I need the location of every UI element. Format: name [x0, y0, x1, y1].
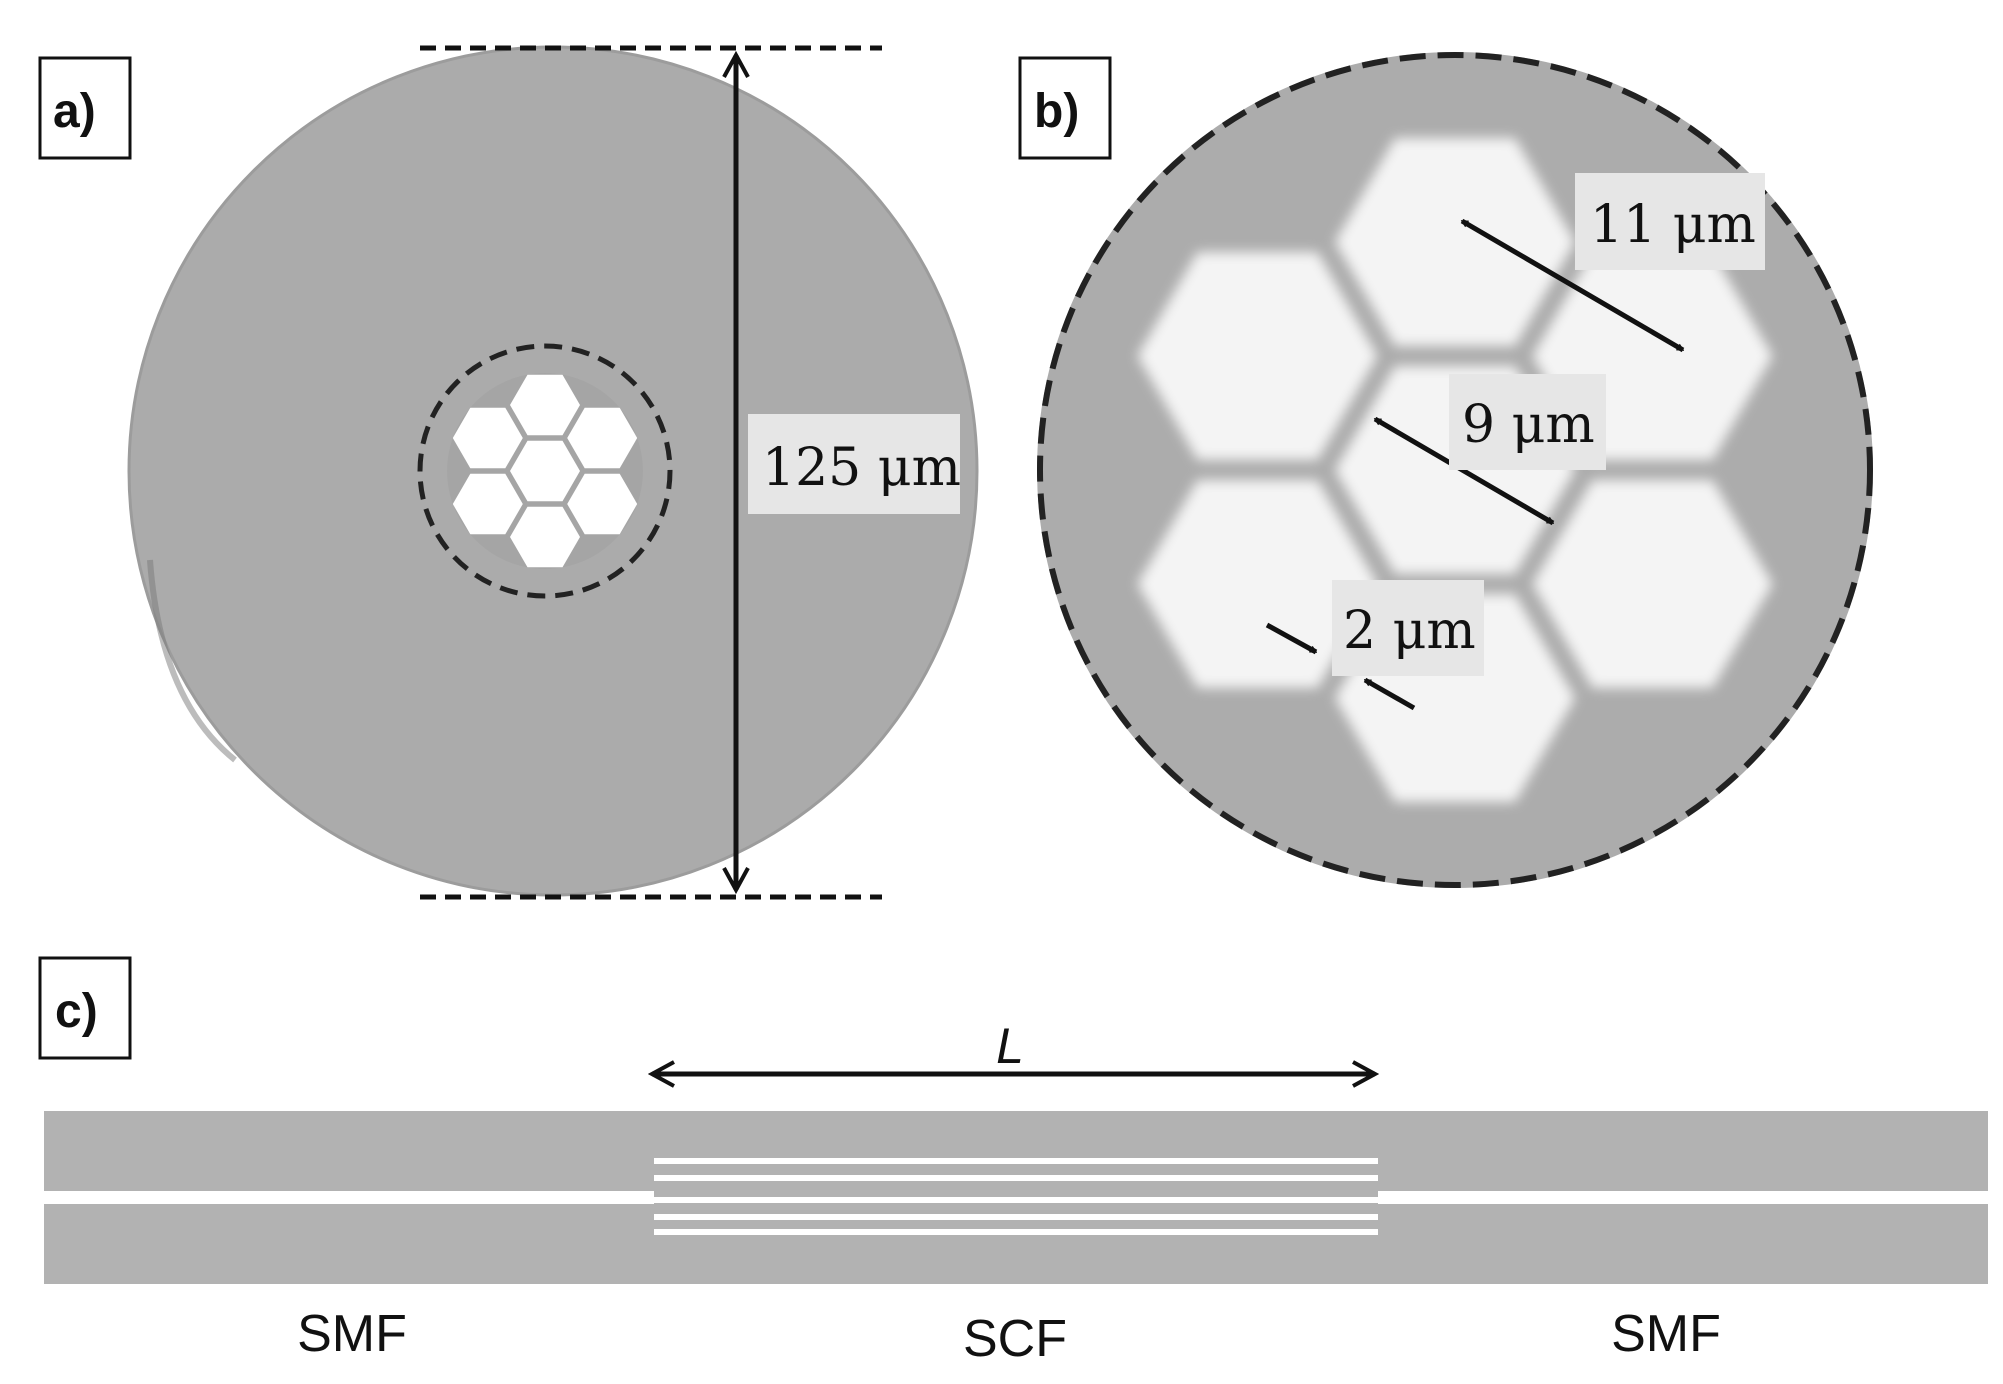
left-smf-upper — [44, 1111, 654, 1191]
core-size-arrow — [1375, 416, 1553, 526]
web-label: 2 μm — [1343, 601, 1476, 661]
core-a-hole-3 — [452, 473, 523, 535]
diameter-label: 125 μm — [762, 438, 961, 498]
web-arrow-right — [1365, 677, 1416, 711]
core-label-bg — [1449, 374, 1606, 470]
panel-b: 11 μm 9 μm 2 μm b) — [1018, 52, 1873, 888]
panel-c-label-box: c) — [38, 956, 132, 1060]
cladding-edge-shading — [147, 559, 237, 763]
diameter-label-bg — [748, 414, 960, 514]
hole-label-bg — [1575, 173, 1765, 270]
core-region-small — [447, 373, 643, 569]
left-fiber-label: SMF — [297, 1305, 407, 1363]
web-label-bg — [1332, 580, 1484, 676]
scf-air-channels — [654, 1158, 1378, 1235]
core-a-hole-5 — [510, 374, 580, 436]
right-fiber-label: SMF — [1611, 1305, 1721, 1363]
left-smf-lower — [44, 1204, 654, 1284]
hole-label: 11 μm — [1590, 195, 1756, 255]
core-label: 9 μm — [1462, 395, 1595, 455]
web-arrow-left — [1265, 622, 1316, 655]
core-b-hole-4 — [1137, 252, 1378, 460]
core-a-hole-2 — [510, 506, 580, 568]
panel-c-label: c) — [55, 985, 98, 1038]
right-smf-upper — [1378, 1111, 1988, 1191]
core-b-hole-1 — [1532, 480, 1773, 688]
hole-size-arrow — [1462, 218, 1683, 353]
core-b-hole-3 — [1137, 480, 1378, 688]
core-dashed-circle — [417, 343, 673, 599]
middle-fiber-label: SCF — [963, 1310, 1067, 1368]
core-a-hole-0 — [510, 440, 580, 502]
panel-b-label: b) — [1034, 85, 1079, 138]
length-label: L — [996, 1018, 1024, 1074]
core-a-hole-1 — [567, 473, 638, 535]
right-smf-lower — [1378, 1204, 1988, 1284]
panel-c: c) L SMF SCF SMF — [38, 956, 1988, 1368]
core-a-hole-4 — [452, 407, 523, 469]
panel-a: 125 μm a) — [38, 45, 979, 900]
zoom-dashed-circle — [1037, 52, 1873, 888]
panel-b-label-box: b) — [1018, 56, 1112, 160]
panel-a-label: a) — [53, 85, 96, 138]
panel-a-label-box: a) — [38, 56, 132, 160]
core-a-hole-6 — [567, 407, 638, 469]
